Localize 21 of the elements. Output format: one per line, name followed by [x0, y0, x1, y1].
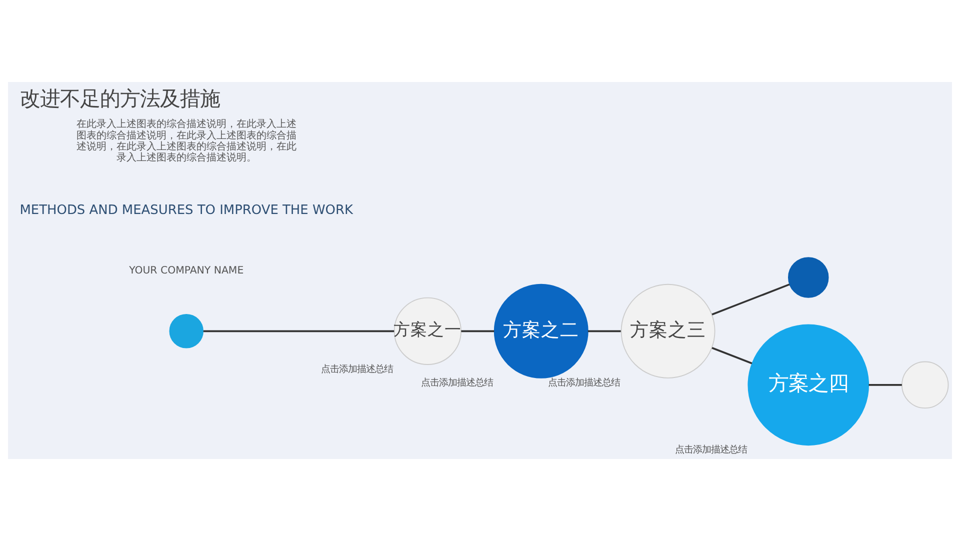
label: METHODS AND MEASURES TO IMPROVE THE WORK — [20, 202, 353, 218]
node-label: 点击添加描述总结 — [321, 363, 394, 374]
node-circle — [788, 256, 829, 298]
connector — [461, 330, 494, 332]
connector — [868, 383, 902, 386]
diagram-title: 改进不足的方法及措施 — [20, 86, 220, 110]
node-label: 点击添加描述总结 — [421, 376, 494, 388]
connector — [588, 330, 621, 332]
node-circle: 方案之三 — [620, 283, 716, 378]
label: 在此录入上述图表的综合描述说明，在此录入上述图表的综合描述说明，在此录入上述图表的综合描述说明，在此录入上述图表的综合描述说明，在此录入上述图表的综合描述说明。 — [76, 118, 296, 164]
node-label: 点击添加描述总结 — [674, 444, 747, 456]
connector — [203, 330, 394, 332]
node-label: 点击添加描述总结 — [548, 376, 620, 388]
node-circle: 方案之二 — [494, 283, 588, 378]
node-circle: 方案之一 — [394, 296, 462, 364]
connector — [712, 346, 752, 364]
connector — [712, 283, 790, 315]
node-circle — [901, 360, 949, 408]
label: YOUR COMPANY NAME — [129, 265, 244, 276]
node-circle: 方案之四 — [748, 324, 870, 446]
node-circle — [169, 314, 204, 348]
